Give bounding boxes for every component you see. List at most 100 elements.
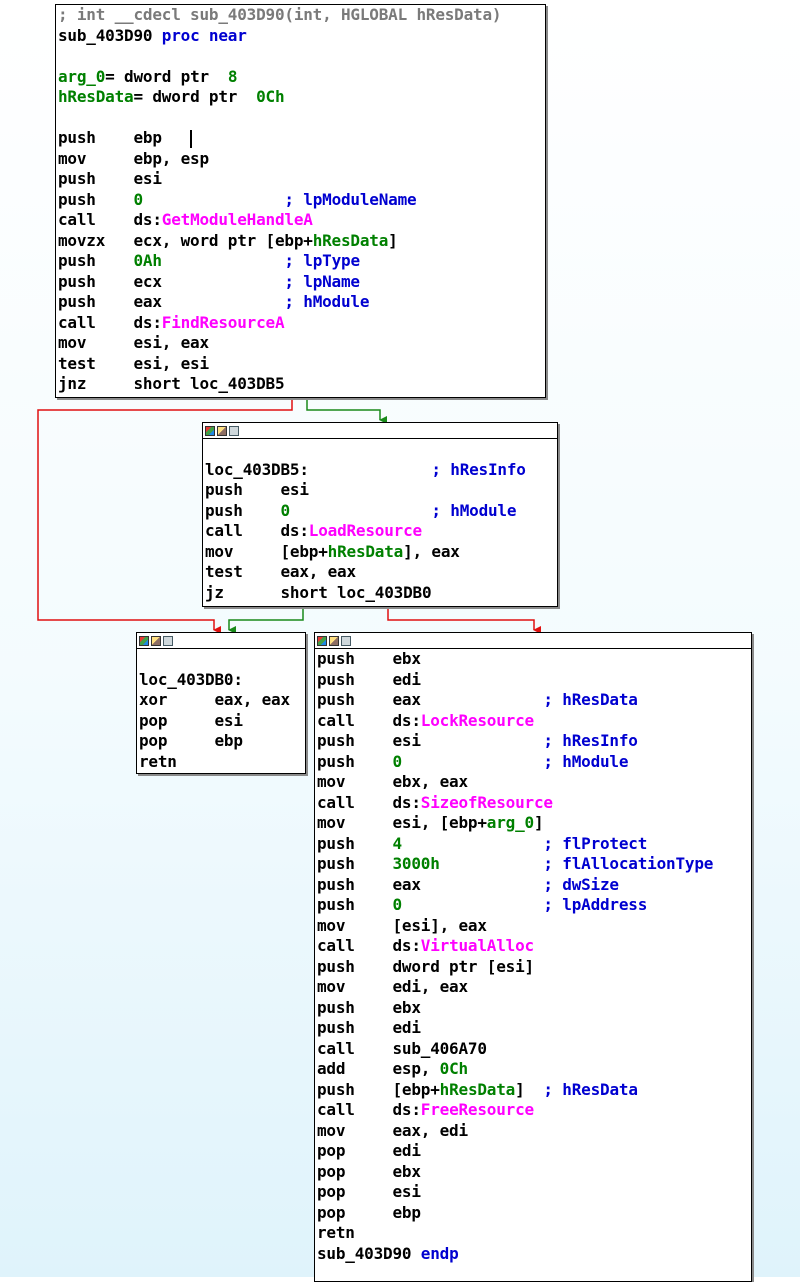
code-token: push edi	[317, 669, 421, 689]
code-token: call ds:	[205, 521, 309, 540]
code-line[interactable]: mov [esi], eax	[317, 916, 751, 937]
code-line[interactable]: pop ebp	[317, 1203, 751, 1224]
code-token: 4	[392, 833, 402, 853]
code-token: 0Ch	[256, 87, 285, 106]
code-line[interactable]: push eax ; dwSize	[317, 875, 751, 896]
color-icon[interactable]	[205, 425, 215, 436]
import-name[interactable]: VirtualAlloc	[420, 936, 534, 955]
code-line[interactable]: push esi ; hResInfo	[317, 731, 751, 752]
code-line[interactable]: push eax ; hModule	[58, 292, 545, 313]
graph-icon[interactable]	[341, 635, 351, 646]
code-line[interactable]: pop esi	[317, 1182, 751, 1203]
code-line[interactable]: push esi	[205, 480, 557, 501]
code-line[interactable]: hResData= dword ptr 0Ch	[58, 87, 545, 108]
code-line[interactable]: push edi	[317, 1018, 751, 1039]
code-line[interactable]: add esp, 0Ch	[317, 1059, 751, 1080]
code-line[interactable]: mov ebp, esp	[58, 149, 545, 170]
code-line[interactable]: loc_403DB0:	[139, 670, 305, 691]
block-header	[203, 423, 557, 439]
code-line[interactable]: pop ebx	[317, 1162, 751, 1183]
code-line[interactable]: call sub_406A70	[317, 1039, 751, 1060]
code-token: push eax	[317, 690, 544, 709]
code-line[interactable]: push 3000h ; flAllocationType	[317, 854, 751, 875]
code-line[interactable]: call ds:GetModuleHandleA	[58, 210, 545, 231]
import-name[interactable]: LockResource	[420, 710, 534, 730]
code-line[interactable]: push esi	[58, 169, 545, 190]
code-line[interactable]	[139, 649, 305, 670]
code-line[interactable]	[58, 46, 545, 67]
code-line[interactable]: push 0 ; hModule	[205, 501, 557, 522]
code-token: mov esi, [ebp+	[317, 813, 487, 832]
code-line[interactable]: movzx ecx, word ptr [ebp+hResData]	[58, 231, 545, 252]
code-token: call ds:	[58, 210, 162, 229]
code-line[interactable]: push eax ; hResData	[317, 690, 751, 711]
color-icon[interactable]	[139, 635, 149, 646]
code-line[interactable]: push 0 ; lpModuleName	[58, 190, 545, 211]
code-token: pop ebp	[139, 731, 243, 750]
graph-icon[interactable]	[163, 635, 173, 646]
code-line[interactable]: pop edi	[317, 1141, 751, 1162]
code-line[interactable]: mov ebx, eax	[317, 772, 751, 793]
code-line[interactable]: pop esi	[139, 711, 305, 732]
graph-icon[interactable]	[229, 425, 239, 436]
code-line[interactable]: mov eax, edi	[317, 1121, 751, 1142]
code-line[interactable]: push 0Ah ; lpType	[58, 251, 545, 272]
code-line[interactable]: retn	[317, 1223, 751, 1244]
code-token: ; flAllocationType	[543, 854, 714, 873]
edit-icon[interactable]	[329, 635, 339, 646]
code-line[interactable]: retn	[139, 752, 305, 773]
code-line[interactable]: call ds:SizeofResource	[317, 793, 751, 814]
code-line[interactable]: push edi	[317, 670, 751, 691]
import-name[interactable]: LoadResource	[308, 521, 422, 540]
code-line[interactable]: push [ebp+hResData] ; hResData	[317, 1080, 751, 1101]
code-line[interactable]: call ds:FreeResource	[317, 1100, 751, 1121]
code-line[interactable]: loc_403DB5: ; hResInfo	[205, 460, 557, 481]
code-token: ; hModule	[431, 500, 517, 520]
code-line[interactable]: push ecx ; lpName	[58, 272, 545, 293]
code-line[interactable]: pop ebp	[139, 731, 305, 752]
code-token: push ebx	[317, 649, 421, 668]
code-line[interactable]: mov edi, eax	[317, 977, 751, 998]
code-line[interactable]: push 4 ; flProtect	[317, 834, 751, 855]
code-line[interactable]: test eax, eax	[205, 562, 557, 583]
code-line[interactable]: push ebx	[317, 998, 751, 1019]
edit-icon[interactable]	[151, 635, 161, 646]
import-name[interactable]: FindResourceA	[161, 312, 285, 332]
code-token: mov ebx, eax	[317, 772, 468, 791]
block-header	[315, 633, 751, 649]
code-token: add esp,	[317, 1059, 440, 1078]
code-line[interactable]: call ds:LoadResource	[205, 521, 557, 542]
import-name[interactable]: SizeofResource	[420, 792, 553, 812]
code-line[interactable]: push 0 ; hModule	[317, 752, 751, 773]
color-icon[interactable]	[317, 635, 327, 646]
code-line[interactable]: mov esi, eax	[58, 333, 545, 354]
code-line[interactable]: mov esi, [ebp+arg_0]	[317, 813, 751, 834]
code-line[interactable]: sub_403D90 proc near	[58, 26, 545, 47]
code-token	[143, 190, 285, 211]
code-line[interactable]: call ds:FindResourceA	[58, 313, 545, 334]
code-line[interactable]	[205, 439, 557, 460]
code-line[interactable]: sub_403D90 endp	[317, 1244, 751, 1265]
code-line[interactable]: jz short loc_403DB0	[205, 583, 557, 604]
code-line[interactable]: call ds:VirtualAlloc	[317, 936, 751, 957]
code-line[interactable]: call ds:LockResource	[317, 711, 751, 732]
edit-icon[interactable]	[217, 425, 227, 436]
import-name[interactable]: FreeResource	[420, 1100, 534, 1119]
code-line[interactable]: push 0 ; lpAddress	[317, 895, 751, 916]
code-line[interactable]: ; int __cdecl sub_403D90(int, HGLOBAL hR…	[58, 5, 545, 26]
code-line[interactable]: jnz short loc_403DB5	[58, 374, 545, 395]
code-token: test esi, esi	[58, 353, 209, 373]
code-line[interactable]: mov [ebp+hResData], eax	[205, 542, 557, 563]
code-line[interactable]: xor eax, eax	[139, 690, 305, 711]
code-line[interactable]: push ebp	[58, 128, 545, 149]
code-line[interactable]	[58, 108, 545, 129]
code-block-sub-403d90[interactable]: ; int __cdecl sub_403D90(int, HGLOBAL hR…	[55, 4, 546, 398]
code-line[interactable]: push dword ptr [esi]	[317, 957, 751, 978]
code-line[interactable]: test esi, esi	[58, 354, 545, 375]
code-line[interactable]: push ebx	[317, 649, 751, 670]
code-line[interactable]: arg_0= dword ptr 8	[58, 67, 545, 88]
import-name[interactable]: GetModuleHandleA	[161, 210, 313, 229]
